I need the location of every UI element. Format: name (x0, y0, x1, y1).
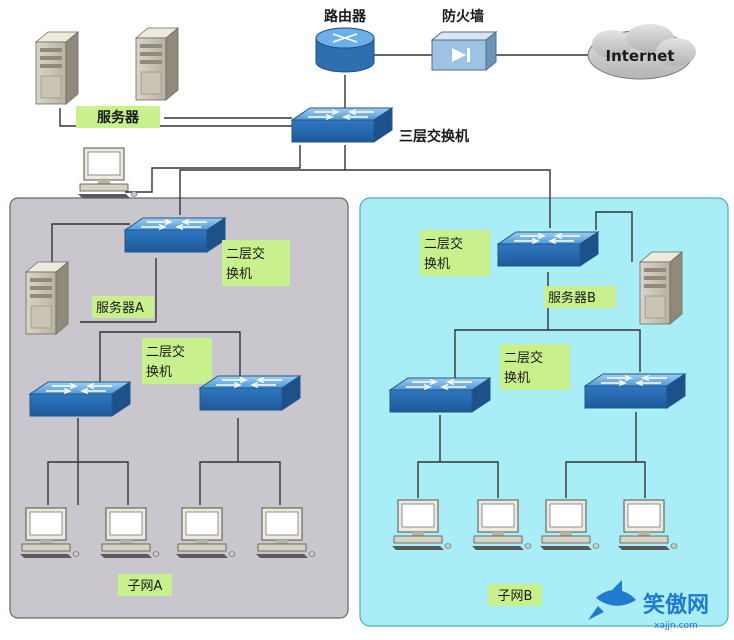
servers-label-bg (76, 106, 160, 128)
server-icon (35, 31, 79, 105)
l2-switch-b-label-line2: 换机 (424, 257, 450, 272)
router-label: 路由器 (324, 8, 367, 25)
server-icon (639, 251, 683, 325)
internet-cloud-icon (587, 24, 696, 80)
switch-icon (497, 231, 599, 267)
server-b-label: 服务器B (548, 290, 596, 306)
server-icon (135, 27, 179, 101)
switch-icon (29, 381, 131, 417)
firewall-label: 防火墙 (442, 8, 484, 25)
server-a-label-bg (92, 296, 154, 318)
switch-icon (291, 107, 393, 143)
subnet-a-label: 子网A (128, 579, 163, 594)
router-icon (315, 27, 375, 73)
l3-switch-label: 三层交换机 (399, 128, 469, 145)
l2-switch-b-label-bg (420, 230, 490, 276)
switch-icon (124, 217, 226, 253)
l2-switch-b-label-line1: 二层交 (424, 236, 463, 252)
l2-switch-a-label-line2: 换机 (226, 267, 252, 282)
l2-sub-a-label-bg (142, 338, 212, 384)
l2-sub-b-label-line1: 二层交 (504, 350, 543, 366)
l2-switch-a-label-bg (222, 240, 290, 286)
subnet-b-label: 子网B (498, 589, 533, 604)
l2-sub-b-label-bg (500, 344, 570, 390)
switch-icon (584, 373, 686, 409)
switch-icon (389, 377, 491, 413)
site-watermark: 笑傲网 xajjn.com (588, 580, 709, 631)
firewall-icon (430, 30, 498, 72)
switch-icon (199, 375, 301, 411)
internet-label: Internet (605, 47, 674, 65)
server-a-label: 服务器A (96, 300, 144, 316)
pc-icon (77, 147, 138, 199)
server-icon (25, 261, 69, 335)
subnet-a-label-bg (118, 574, 172, 596)
watermark-url: xajjn.com (654, 621, 698, 631)
servers-label: 服务器 (97, 109, 140, 126)
server-b-label-bg (544, 286, 616, 308)
watermark-brand: 笑傲网 (643, 592, 709, 618)
subnet-b-label-bg (488, 584, 542, 606)
l2-switch-a-label-line1: 二层交 (226, 246, 265, 262)
l2-sub-a-label-line2: 换机 (146, 365, 172, 380)
l2-sub-a-label-line1: 二层交 (146, 344, 185, 360)
l2-sub-b-label-line2: 换机 (504, 371, 530, 386)
